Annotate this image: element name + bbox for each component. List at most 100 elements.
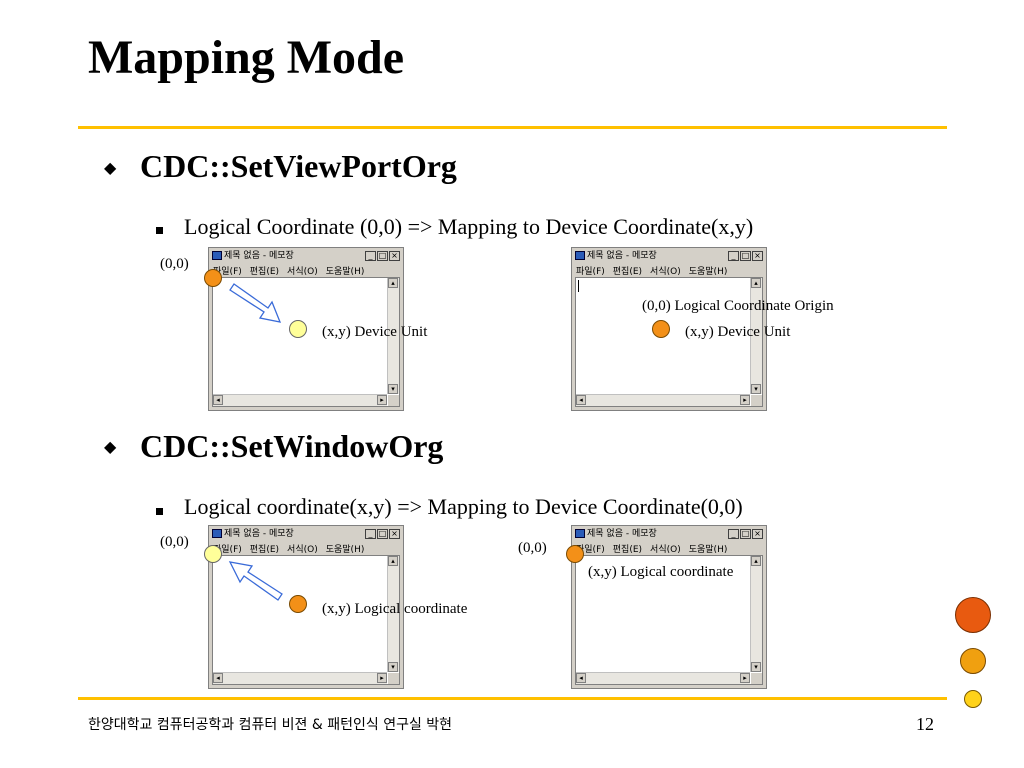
menu-edit[interactable]: 편집(E) [249,545,280,555]
notepad-icon [575,529,585,538]
title-rule [78,126,947,129]
text-area[interactable]: ▴ ▾ ◂ ▸ [575,277,763,407]
close-button[interactable]: × [752,529,763,539]
close-button[interactable]: × [389,251,400,261]
point-label: (x,y) Logical coordinate [588,564,734,580]
maximize-button[interactable]: □ [377,529,388,539]
menu-help[interactable]: 도움말(H) [325,267,365,277]
vertical-scrollbar[interactable]: ▴ ▾ [750,278,762,394]
menu-bar: 파일(F) 편집(E) 서식(O) 도움말(H) [576,264,735,277]
scroll-down-icon[interactable]: ▾ [751,662,761,672]
maximize-button[interactable]: □ [740,251,751,261]
device-point-marker [289,320,307,338]
menu-format[interactable]: 서식(O) [650,267,681,277]
scroll-up-icon[interactable]: ▴ [751,556,761,566]
scroll-up-icon[interactable]: ▴ [388,278,398,288]
section1-subtext: Logical Coordinate (0,0) => Mapping to D… [184,214,754,239]
scroll-left-icon[interactable]: ◂ [213,395,223,405]
horizontal-scrollbar[interactable]: ◂ ▸ [576,394,750,406]
horizontal-scrollbar[interactable]: ◂ ▸ [213,394,387,406]
origin-label: (0,0) [160,534,189,550]
menu-format[interactable]: 서식(O) [287,267,318,277]
minimize-button[interactable]: _ [365,251,376,261]
menu-file[interactable]: 파일(F) [213,545,242,555]
section2-subtext: Logical coordinate(x,y) => Mapping to De… [184,494,743,519]
menu-help[interactable]: 도움말(H) [688,545,728,555]
close-button[interactable]: × [752,251,763,261]
notepad-window-3: 제목 없음 - 메모장 _ □ × 파일(F)편집(E)서식(O)도움말(H) … [208,525,404,689]
window-titlebar: 제목 없음 - 메모장 _ □ × [210,249,402,263]
menu-help[interactable]: 도움말(H) [325,545,365,555]
menu-format[interactable]: 서식(O) [650,545,681,555]
section2-heading: CDC::SetWindowOrg [140,428,444,464]
menu-edit[interactable]: 편집(E) [612,267,643,277]
menu-file[interactable]: 파일(F) [576,545,605,555]
scroll-left-icon[interactable]: ◂ [576,395,586,405]
window-titlebar: 제목 없음 - 메모장 _ □ × [573,527,765,541]
scroll-left-icon[interactable]: ◂ [213,673,223,683]
square-bullet-icon [156,227,163,234]
scroll-right-icon[interactable]: ▸ [740,673,750,683]
scroll-down-icon[interactable]: ▾ [388,384,398,394]
scroll-right-icon[interactable]: ▸ [740,395,750,405]
menu-format[interactable]: 서식(O) [287,545,318,555]
vertical-scrollbar[interactable]: ▴ ▾ [387,556,399,672]
menu-help[interactable]: 도움말(H) [688,267,728,277]
window-title: 제목 없음 - 메모장 [224,251,294,261]
square-bullet-icon [156,508,163,515]
text-caret [578,280,579,292]
menu-file[interactable]: 파일(F) [213,267,242,277]
menu-bar: 파일(F) 편집(E) 서식(O) 도움말(H) [213,542,372,555]
scroll-up-icon[interactable]: ▴ [751,278,761,288]
device-origin-marker [204,545,222,563]
close-button[interactable]: × [389,529,400,539]
footer-rule [78,697,947,700]
scroll-left-icon[interactable]: ◂ [576,673,586,683]
maximize-button[interactable]: □ [377,251,388,261]
scroll-up-icon[interactable]: ▴ [388,556,398,566]
minimize-button[interactable]: _ [728,251,739,261]
resize-grip-icon[interactable] [751,395,762,406]
window-title: 제목 없음 - 메모장 [224,529,294,539]
scroll-down-icon[interactable]: ▾ [751,384,761,394]
origin-label: (0,0) [160,256,189,272]
decorative-circle-large [955,597,991,633]
window-titlebar: 제목 없음 - 메모장 _ □ × [210,527,402,541]
point-label: (x,y) Logical coordinate [322,601,468,617]
diamond-bullet-icon: ◆ [104,160,117,177]
vertical-scrollbar[interactable]: ▴ ▾ [387,278,399,394]
resize-grip-icon[interactable] [388,673,399,684]
menu-file[interactable]: 파일(F) [576,267,605,277]
vertical-scrollbar[interactable]: ▴ ▾ [750,556,762,672]
decorative-circle-medium [960,648,986,674]
scroll-down-icon[interactable]: ▾ [388,662,398,672]
menu-bar: 파일(F) 편집(E) 서식(O) 도움말(H) [576,542,735,555]
resize-grip-icon[interactable] [388,395,399,406]
maximize-button[interactable]: □ [740,529,751,539]
slide-title: Mapping Mode [88,31,405,84]
minimize-button[interactable]: _ [365,529,376,539]
mapping-arrow-icon [229,283,282,323]
point-label: (x,y) Device Unit [322,324,428,340]
point-label: (x,y) Device Unit [685,324,791,340]
origin-label: (0,0) [518,540,547,556]
resize-grip-icon[interactable] [751,673,762,684]
text-area[interactable]: ▴ ▾ ◂ ▸ [575,555,763,685]
horizontal-scrollbar[interactable]: ◂ ▸ [213,672,387,684]
notepad-window-1: 제목 없음 - 메모장 _ □ × 파일(F)편집(E)서식(O)도움말(H) … [208,247,404,411]
scroll-right-icon[interactable]: ▸ [377,673,387,683]
notepad-icon [575,251,585,260]
menu-bar: 파일(F) 편집(E) 서식(O) 도움말(H) [213,264,372,277]
logical-origin-marker [204,269,222,287]
logical-point-marker [289,595,307,613]
scroll-right-icon[interactable]: ▸ [377,395,387,405]
menu-edit[interactable]: 편집(E) [249,267,280,277]
window-title: 제목 없음 - 메모장 [587,529,657,539]
menu-edit[interactable]: 편집(E) [612,545,643,555]
notepad-window-4: 제목 없음 - 메모장 _ □ × 파일(F)편집(E)서식(O)도움말(H) … [571,525,767,689]
logical-point-marker [566,545,584,563]
minimize-button[interactable]: _ [728,529,739,539]
footer-text: 한양대학교 컴퓨터공학과 컴퓨터 비젼 & 패턴인식 연구실 박현 [88,717,453,733]
horizontal-scrollbar[interactable]: ◂ ▸ [576,672,750,684]
device-point-marker [652,320,670,338]
